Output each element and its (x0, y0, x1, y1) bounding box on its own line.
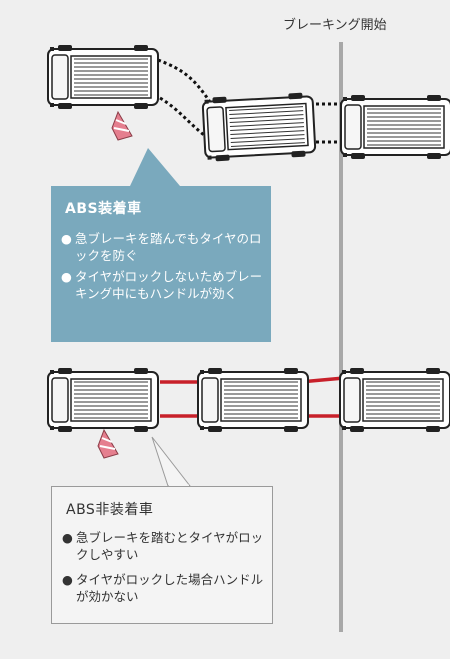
abs-bullet-text: タイヤがロックしないためブレーキング中にもハンドルが効く (75, 269, 263, 301)
non-abs-bullet-2: ●タイヤがロックした場合ハンドルが効かない (62, 571, 266, 605)
bullet-dot-icon: ● (62, 530, 73, 545)
abs-bullet-1: ●急ブレーキを踏んでもタイヤのロックを防ぐ (61, 230, 265, 264)
abs-info-box: ABS装着車 ●急ブレーキを踏んでもタイヤのロックを防ぐ ●タイヤがロックしない… (51, 186, 271, 342)
abs-box-title: ABS装着車 (65, 201, 142, 217)
non-abs-van-1 (47, 367, 159, 433)
abs-bullet-2: ●タイヤがロックしないためブレーキング中にもハンドルが効く (61, 268, 265, 302)
non-abs-bullet-text: 急ブレーキを踏むとタイヤがロックしやすい (76, 530, 264, 562)
abs-bullet-text: 急ブレーキを踏んでもタイヤのロックを防ぐ (75, 231, 262, 263)
non-abs-van-3 (339, 367, 450, 433)
non-abs-bullet-text: タイヤがロックした場合ハンドルが効かない (76, 572, 264, 604)
bullet-dot-icon: ● (61, 231, 72, 246)
abs-van-3 (340, 94, 450, 160)
traffic-cone-icon (111, 111, 133, 141)
abs-van-2 (201, 91, 317, 163)
non-abs-bullet-1: ●急ブレーキを踏むとタイヤがロックしやすい (62, 529, 266, 563)
bullet-dot-icon: ● (62, 572, 73, 587)
non-abs-van-2 (197, 367, 309, 433)
abs-van-1 (47, 44, 159, 110)
braking-start-label: ブレーキング開始 (283, 18, 387, 33)
bullet-dot-icon: ● (61, 269, 72, 284)
abs-callout-pointer (130, 148, 180, 186)
non-abs-box-title: ABS非装着車 (66, 502, 154, 518)
non-abs-callout-pointer (151, 436, 192, 487)
traffic-cone-icon (97, 429, 119, 459)
non-abs-info-box: ABS非装着車 ●急ブレーキを踏むとタイヤがロックしやすい ●タイヤがロックした… (51, 486, 273, 624)
